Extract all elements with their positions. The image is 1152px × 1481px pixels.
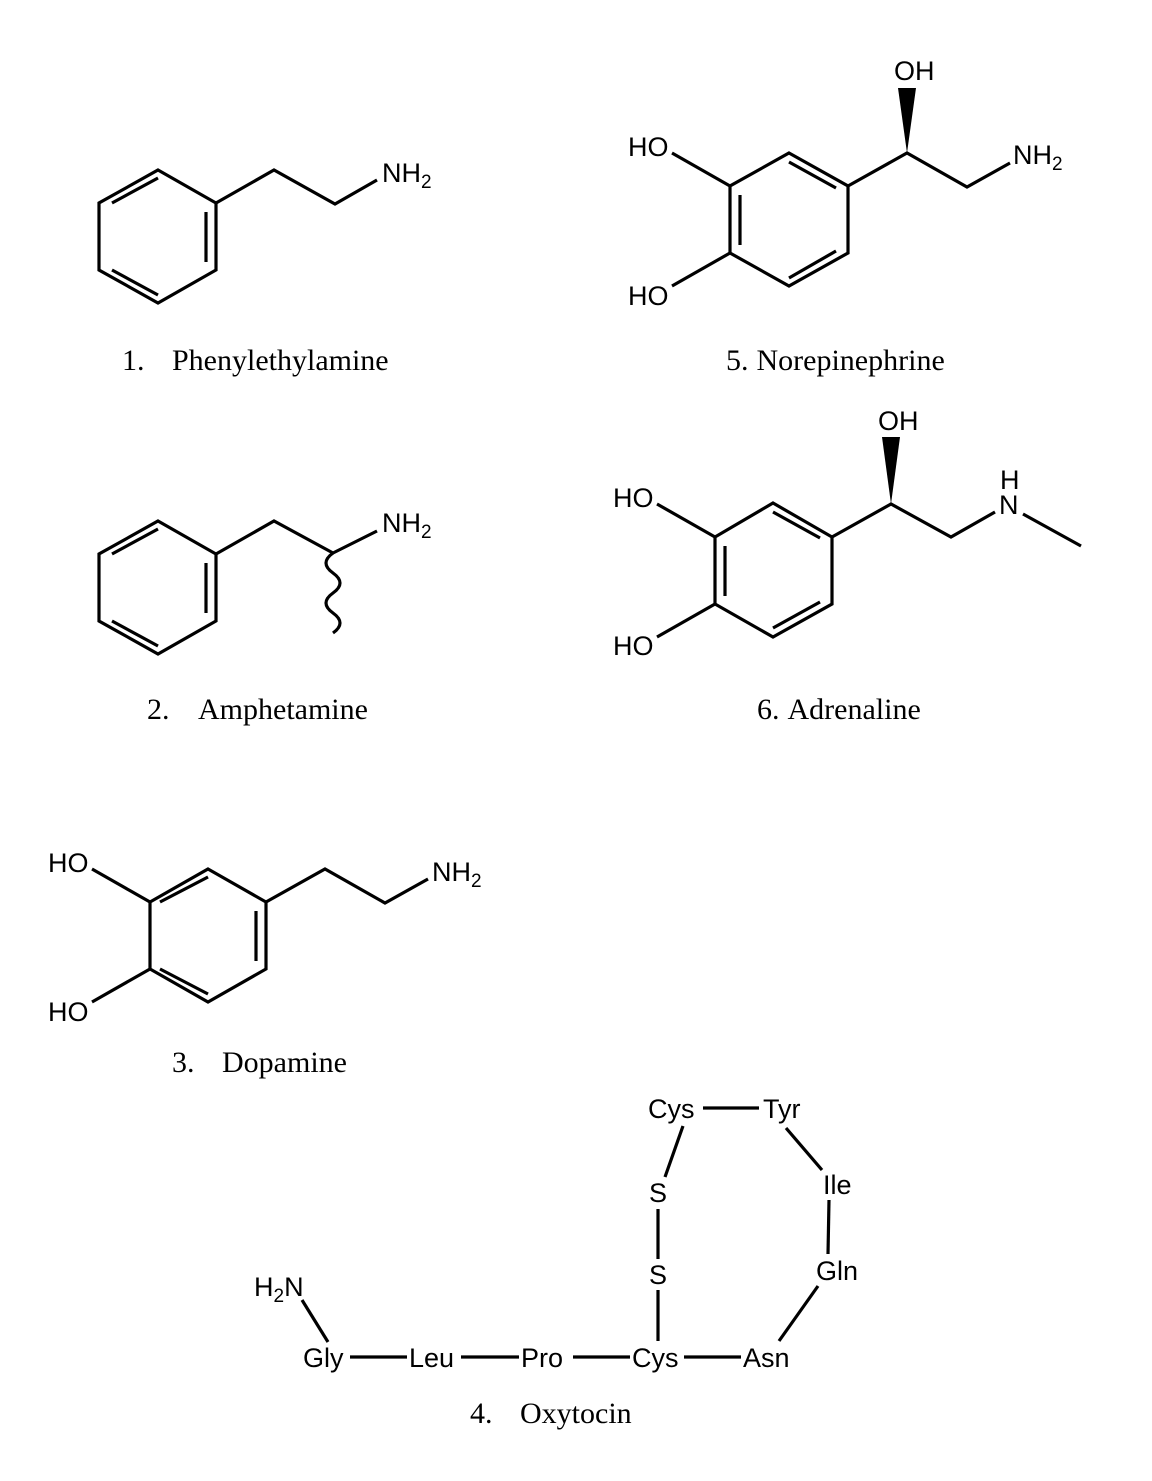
n-methyl-bond <box>1022 512 1082 548</box>
ethyl-chain <box>265 867 429 905</box>
wedge-bond <box>882 437 900 504</box>
ring-double-bond <box>111 527 159 556</box>
caption-6: 6.Adrenaline <box>757 693 921 726</box>
hydroxyl-bond <box>671 251 731 288</box>
residue-asn: Asn <box>743 1343 790 1373</box>
benzene-ring <box>713 501 834 639</box>
caption-4: 4.Oxytocin <box>470 1397 632 1430</box>
residue-cys: Cys <box>648 1094 695 1124</box>
residue-gln: Gln <box>816 1256 858 1286</box>
phenylethylamine-structure: NH2 <box>97 158 432 305</box>
side-chain <box>847 151 1011 189</box>
caption-1: 1.Phenylethylamine <box>122 344 389 377</box>
oxytocin-structure: H2N Gly Leu Pro Cys Asn Gln Ile Tyr Cys … <box>254 1094 858 1373</box>
ring-double-bond <box>159 967 209 996</box>
peptide-bond <box>300 1299 330 1343</box>
caption-2: 2.Amphetamine <box>147 693 368 726</box>
peptide-bond <box>826 1199 831 1255</box>
ring-double-bond <box>111 176 159 205</box>
disulfide-bond <box>663 1125 685 1178</box>
caption-3: 3.Dopamine <box>172 1046 347 1079</box>
ring-double-bond <box>772 510 821 540</box>
ring-double-bond <box>772 600 821 630</box>
benzene-ring <box>728 151 850 288</box>
peptide-bond <box>777 1285 820 1342</box>
hydroxyl-bond <box>656 602 716 639</box>
amphetamine-structure: NH2 <box>97 508 432 656</box>
ring-double-bond <box>111 619 159 648</box>
benzene-ring <box>97 519 218 656</box>
hydroxyl-label: HO <box>613 483 654 513</box>
ring-double-bond <box>788 160 837 190</box>
dopamine-structure: HO HO NH2 <box>48 848 482 1027</box>
hydroxyl-label: HO <box>48 848 89 878</box>
benzene-ring <box>97 168 218 305</box>
residue-tyr: Tyr <box>763 1094 801 1124</box>
ring-double-bond <box>788 249 837 280</box>
wavy-methyl-bond <box>324 551 342 635</box>
ring-double-bond <box>111 268 159 297</box>
hydroxyl-bond <box>91 967 151 1004</box>
hydroxyl-label: HO <box>628 132 669 162</box>
benzene-ring <box>148 867 268 1004</box>
amine-h-label: H <box>1000 465 1020 495</box>
side-chain <box>831 502 996 539</box>
hydroxyl-label: OH <box>878 406 919 436</box>
peptide-bond <box>784 1126 824 1172</box>
amine-label: NH2 <box>432 857 482 892</box>
caption-5: 5.Norepinephrine <box>726 344 945 377</box>
amine-n-label: N <box>999 490 1019 520</box>
ethyl-chain <box>215 168 378 206</box>
hydroxyl-label: HO <box>613 631 654 661</box>
wedge-bond <box>898 88 916 153</box>
sulfur-label: S <box>649 1260 667 1290</box>
propyl-chain <box>215 519 378 556</box>
sulfur-label: S <box>649 1178 667 1208</box>
amine-label: NH2 <box>382 508 432 543</box>
amine-label: NH2 <box>1013 140 1063 175</box>
ring-double-bond <box>159 875 209 904</box>
norepinephrine-structure: HO HO OH NH2 <box>628 56 1063 311</box>
hydroxyl-bond <box>656 502 716 539</box>
residue-gly: Gly <box>303 1343 344 1373</box>
residue-leu: Leu <box>409 1343 454 1373</box>
terminal-amine-label: H2N <box>254 1272 304 1307</box>
residue-pro: Pro <box>521 1343 563 1373</box>
hydroxyl-bond <box>91 867 151 904</box>
hydroxyl-label: OH <box>894 56 935 86</box>
residue-ile: Ile <box>823 1170 852 1200</box>
hydroxyl-label: HO <box>48 997 89 1027</box>
hydroxyl-bond <box>671 151 731 188</box>
amine-label: NH2 <box>382 158 432 193</box>
hydroxyl-label: HO <box>628 281 669 311</box>
adrenaline-structure: HO HO OH H N <box>613 406 1082 661</box>
residue-cys: Cys <box>632 1343 679 1373</box>
